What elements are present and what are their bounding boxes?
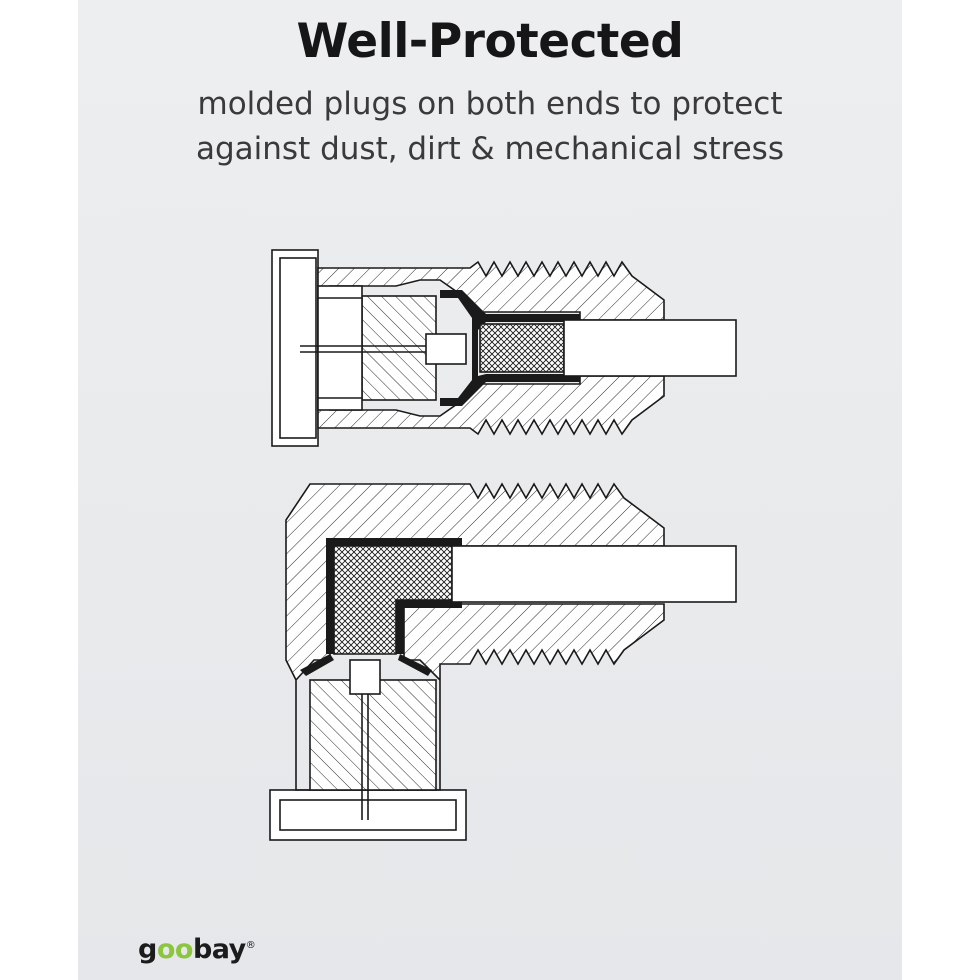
goobay-logo: goobay®	[138, 934, 256, 965]
molded-jacket	[440, 290, 580, 406]
angled-plug-diagram	[269, 482, 737, 841]
subtitle-line-2: against dust, dirt & mechanical stress	[196, 131, 784, 167]
plug-chamber	[317, 285, 363, 411]
straight-plug-diagram	[271, 249, 737, 447]
dielectric-insert	[361, 295, 437, 401]
coax-cable	[563, 319, 737, 377]
shield-braid	[479, 323, 565, 373]
subtitle-line-1: molded plugs on both ends to protect	[197, 86, 783, 122]
angled-coax-cable	[451, 545, 737, 603]
plug-cap-inner	[279, 257, 317, 439]
angled-pin-contact	[349, 659, 381, 695]
angled-jacket-inner	[396, 600, 462, 654]
angled-dielectric	[309, 679, 437, 791]
plug-cap-ring	[271, 249, 319, 447]
pin-contact	[425, 333, 467, 365]
page-title: Well-Protected	[296, 14, 684, 69]
